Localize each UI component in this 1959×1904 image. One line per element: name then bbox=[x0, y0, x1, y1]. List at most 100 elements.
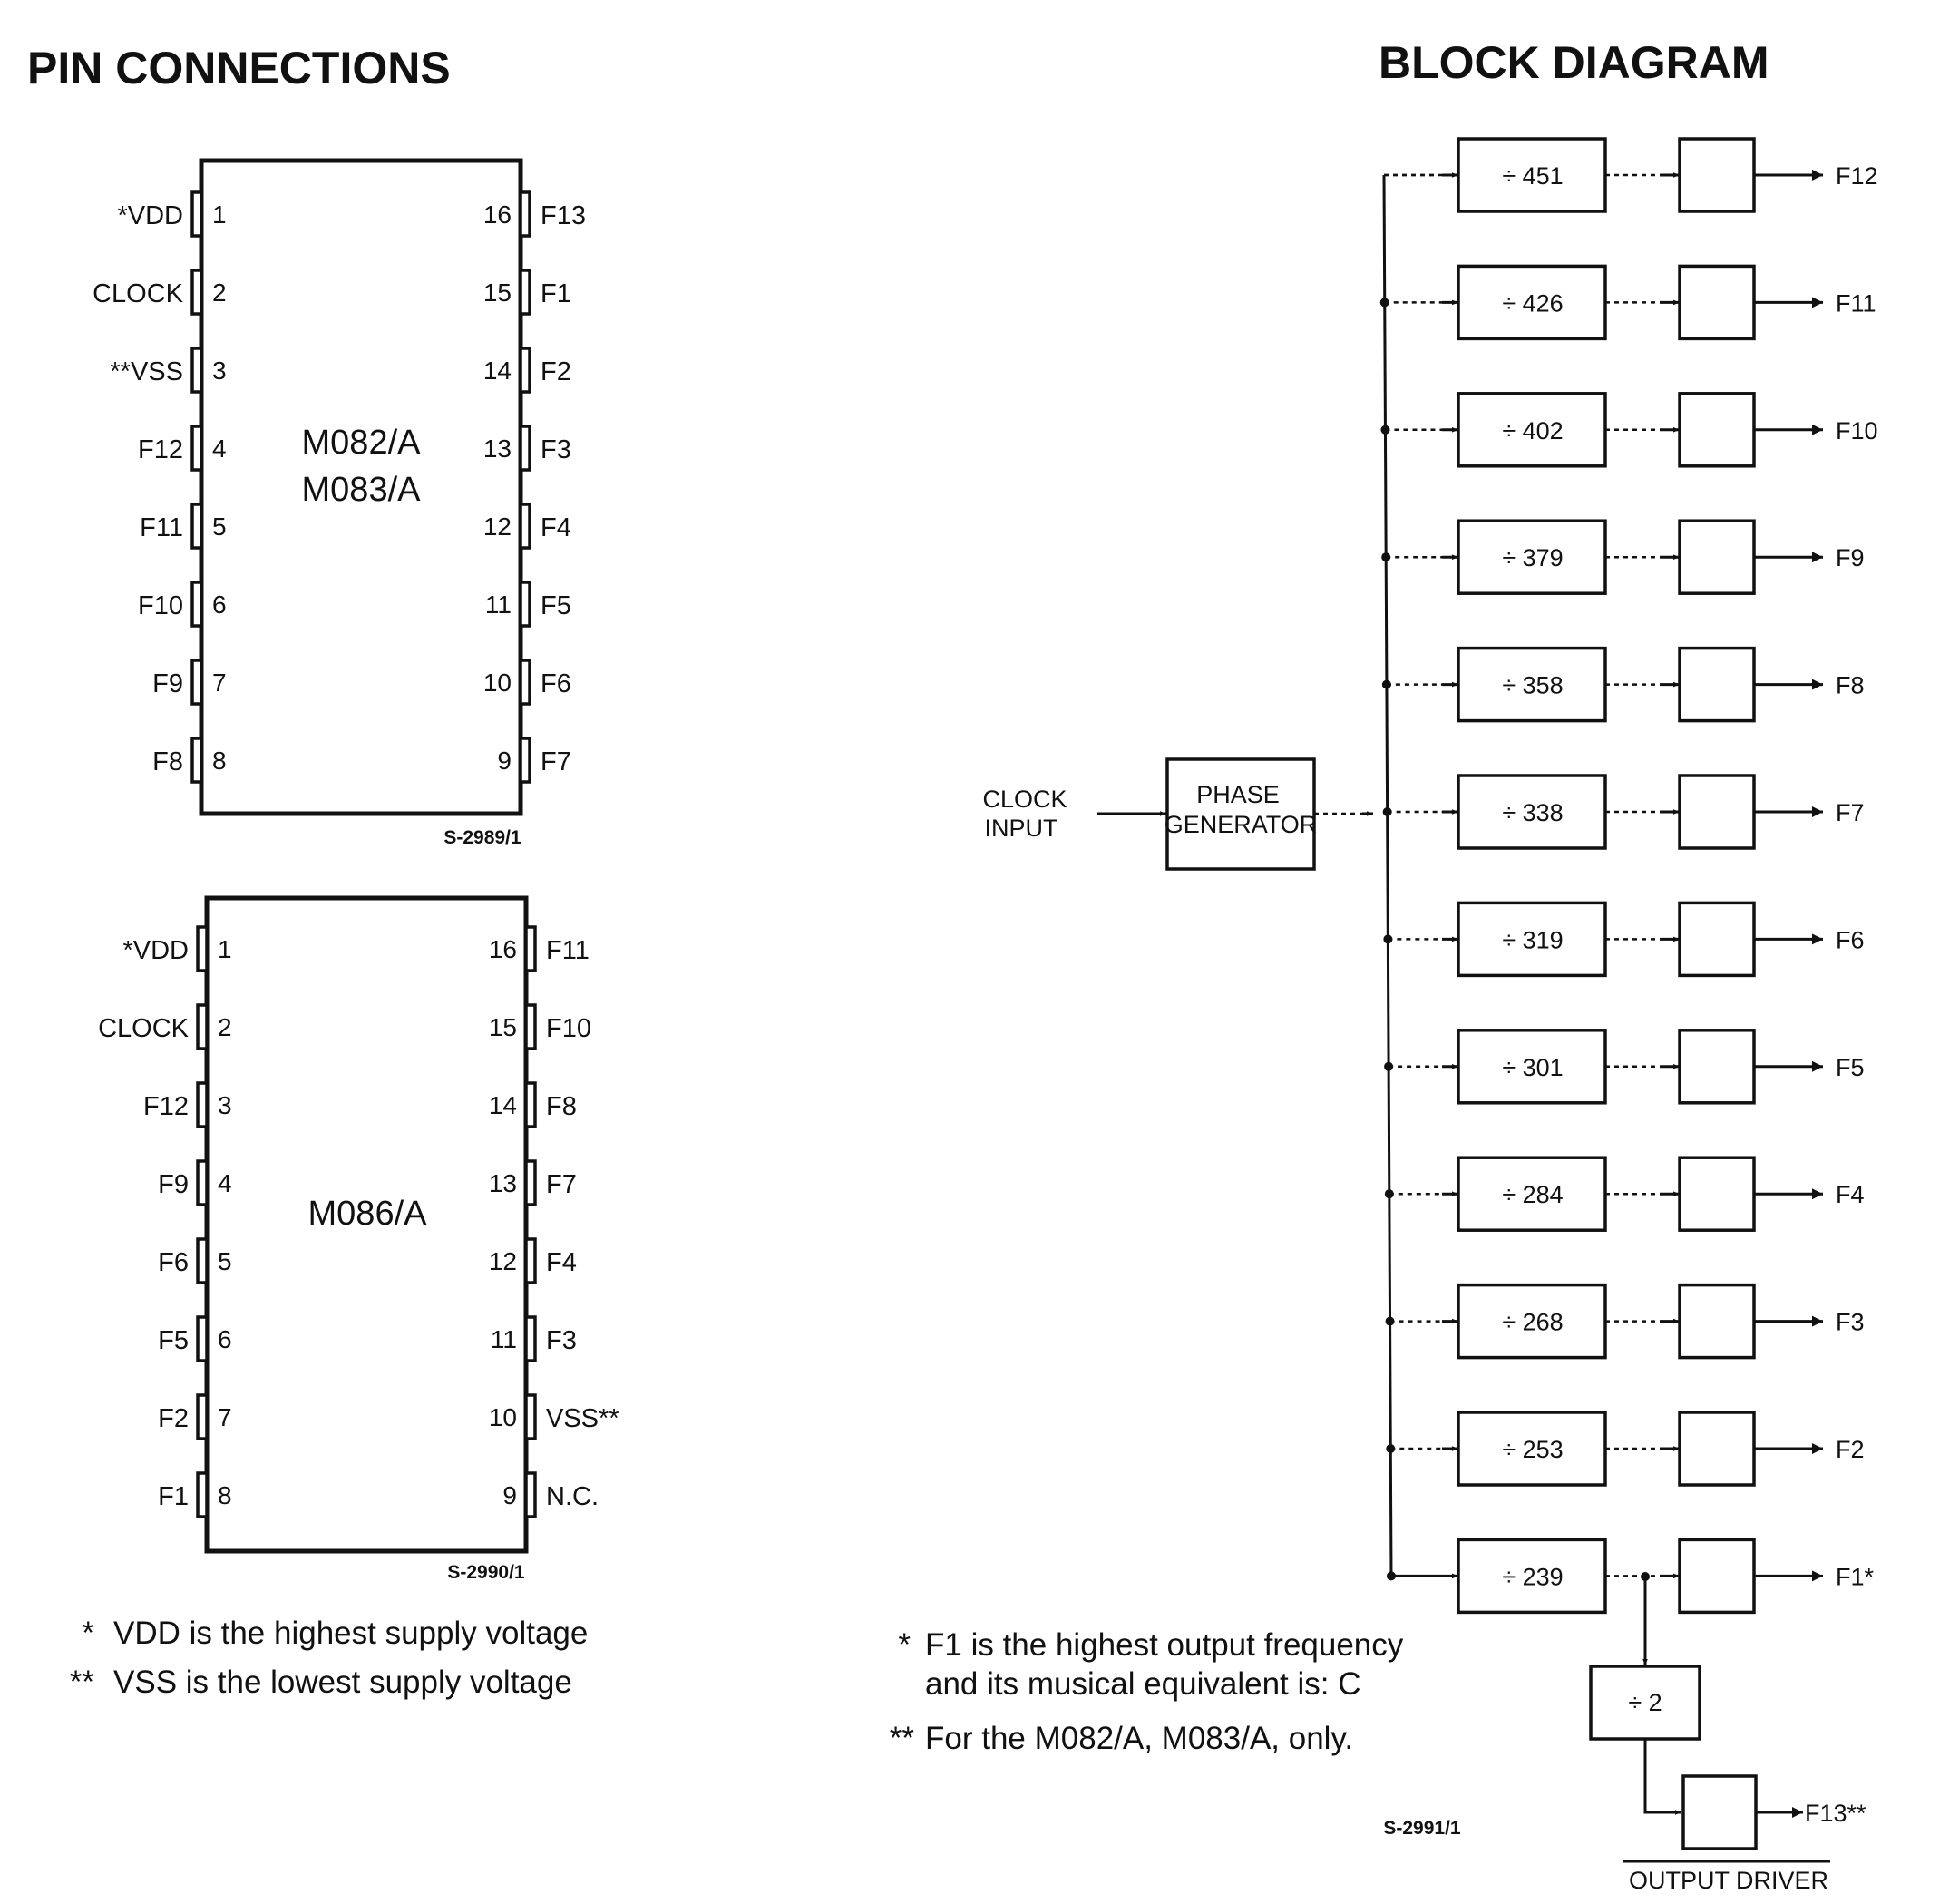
chip2-pin-9-number: 9 bbox=[502, 1481, 517, 1509]
divider-label: ÷ 301 bbox=[1502, 1054, 1563, 1081]
output-label: F10 bbox=[1836, 417, 1878, 444]
output-driver-box bbox=[1678, 264, 1756, 341]
f13-chain: ÷ 2 F13** OUTPUT DRIVER bbox=[1589, 1572, 1866, 1894]
divider-box bbox=[1457, 774, 1607, 850]
chip1-pin-14-label: F2 bbox=[541, 357, 571, 386]
chip2-pin-1-label: *VDD bbox=[122, 936, 189, 965]
chip2-pin-8-number: 8 bbox=[218, 1481, 232, 1509]
output-driver-box bbox=[1678, 901, 1756, 978]
output-label: F7 bbox=[1836, 799, 1865, 826]
chip1-pin-11-lead bbox=[519, 581, 531, 628]
chip2-pin-14-lead bbox=[524, 1081, 537, 1128]
output-label: F1* bbox=[1836, 1563, 1875, 1590]
chip2-pin-6-label: F5 bbox=[158, 1326, 189, 1355]
chip1-pin-5-lead bbox=[190, 503, 203, 550]
divider-box bbox=[1457, 392, 1607, 468]
output-label: F12 bbox=[1836, 162, 1878, 190]
chip2-pin-16-label: F11 bbox=[546, 936, 590, 965]
chip1-pin-4-number: 4 bbox=[212, 435, 227, 463]
chip2-pin-7-label: F2 bbox=[158, 1404, 189, 1433]
chip2-pin-5-label: F6 bbox=[158, 1248, 189, 1277]
output-label: F8 bbox=[1836, 672, 1865, 699]
chip2-pin-15-lead bbox=[524, 1003, 537, 1050]
output-label: F11 bbox=[1836, 289, 1876, 317]
chip1-pin-8-number: 8 bbox=[212, 747, 227, 775]
chip2-pin-5-number: 5 bbox=[218, 1247, 232, 1275]
chip1-pin-10-lead bbox=[519, 659, 531, 706]
clock-input-line1: CLOCK bbox=[982, 786, 1067, 813]
block-diagram-notes: * F1 is the highest output frequency and… bbox=[890, 1627, 1404, 1756]
divider-label: ÷ 239 bbox=[1502, 1563, 1563, 1590]
chip1-body bbox=[199, 158, 523, 816]
chip1-pin-12-lead bbox=[519, 503, 531, 550]
note-m082-line1: For the M082/A, M083/A, only. bbox=[925, 1721, 1353, 1756]
output-driver-box bbox=[1678, 1411, 1756, 1487]
chip1-pin-6-number: 6 bbox=[212, 591, 227, 619]
divider-chain-F1: ÷ 239 F1* bbox=[1387, 1538, 1875, 1615]
note-m082-mark: ** bbox=[890, 1721, 915, 1756]
chip2-pin-16-number: 16 bbox=[489, 935, 517, 963]
chip2-pin-15-number: 15 bbox=[489, 1013, 517, 1041]
chip1-pin-13-label: F3 bbox=[541, 435, 571, 464]
output-label: F6 bbox=[1836, 926, 1865, 953]
chip1-pin-2-lead bbox=[190, 269, 203, 316]
note-f1-line1: F1 is the highest output frequency bbox=[925, 1627, 1404, 1663]
divider-chain-F11: ÷ 426 F11 bbox=[1379, 264, 1876, 341]
output-driver-box bbox=[1678, 1283, 1756, 1360]
chip2-pin-1-number: 1 bbox=[218, 935, 232, 963]
chip1-pin-13-lead bbox=[519, 425, 531, 472]
chip1-pin-10-number: 10 bbox=[483, 669, 512, 697]
pin-connections-title: PIN CONNECTIONS bbox=[27, 43, 451, 93]
chip2-pin-1-lead bbox=[196, 925, 209, 972]
chip2-pin-6-number: 6 bbox=[218, 1325, 232, 1353]
chip1-ref: S-2989/1 bbox=[443, 827, 521, 848]
chip1-pin-7-label: F9 bbox=[152, 669, 183, 698]
clock-input-label: CLOCK INPUT bbox=[982, 786, 1067, 842]
chip2-pin-9-label: N.C. bbox=[546, 1482, 599, 1511]
chip1-pin-8-label: F8 bbox=[152, 747, 183, 776]
chip2-pin-8-label: F1 bbox=[158, 1482, 189, 1511]
output-driver-box bbox=[1678, 137, 1756, 213]
chip1-pin-8-lead bbox=[190, 737, 203, 784]
chip1-pin-16-label: F13 bbox=[541, 201, 586, 230]
chip2-pin-3-label: F12 bbox=[143, 1092, 189, 1121]
clock-bus-vertical bbox=[1382, 174, 1393, 1577]
chip1-pin-4-lead bbox=[190, 425, 203, 472]
chip1-pin-11-label: F5 bbox=[541, 591, 571, 620]
chip1-pin-16-number: 16 bbox=[483, 200, 512, 229]
divider-label: ÷ 338 bbox=[1502, 799, 1563, 826]
chip1-pin-9-number: 9 bbox=[497, 747, 512, 775]
div2-label: ÷ 2 bbox=[1628, 1689, 1662, 1716]
divider-label: ÷ 426 bbox=[1502, 289, 1563, 317]
divider-box bbox=[1457, 1029, 1607, 1105]
chip2-pin-11-lead bbox=[524, 1315, 537, 1362]
chip1-pin-14-number: 14 bbox=[483, 356, 512, 385]
chip2-pin-3-number: 3 bbox=[218, 1091, 232, 1119]
divider-box bbox=[1457, 646, 1607, 723]
chip1-pin-3-label: **VSS bbox=[110, 357, 183, 386]
clock-input-line2: INPUT bbox=[985, 815, 1058, 842]
chip1-pin-10-label: F6 bbox=[541, 669, 571, 698]
chip2-pin-4-label: F9 bbox=[158, 1170, 189, 1199]
divider-label: ÷ 358 bbox=[1502, 672, 1563, 699]
chip1-pin-15-lead bbox=[519, 269, 531, 316]
chip2-pin-12-lead bbox=[524, 1237, 537, 1284]
output-driver-box bbox=[1678, 1538, 1756, 1615]
divider-label: ÷ 284 bbox=[1502, 1181, 1563, 1208]
note-f1-mark: * bbox=[898, 1627, 911, 1663]
phase-generator-box bbox=[1165, 757, 1316, 871]
supply-notes: * VDD is the highest supply voltage ** V… bbox=[70, 1616, 589, 1700]
chip2-pin-10-label: VSS** bbox=[546, 1404, 619, 1433]
output-driver-box bbox=[1678, 392, 1756, 468]
output-label: F4 bbox=[1836, 1181, 1865, 1208]
